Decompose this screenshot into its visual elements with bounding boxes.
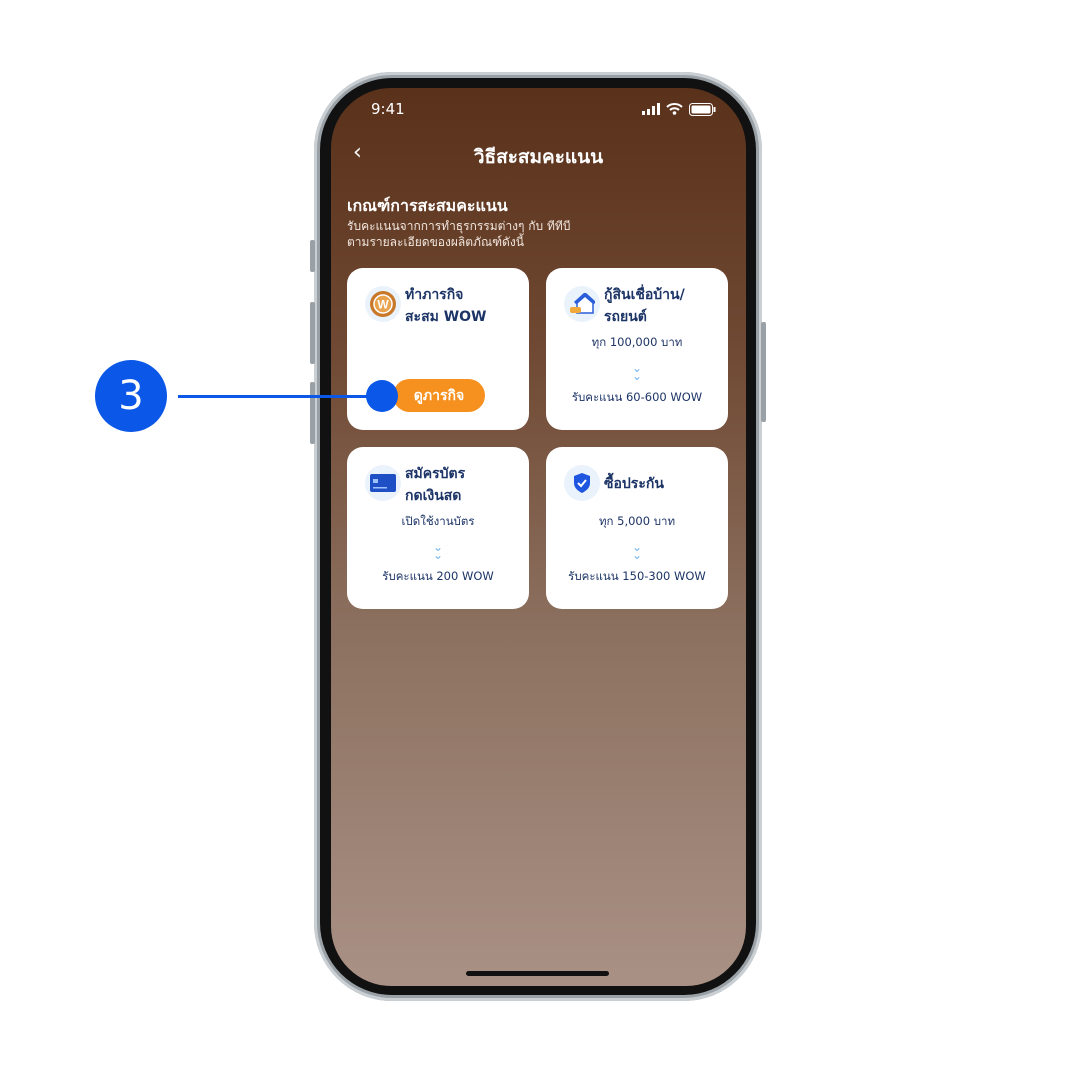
annotation-line [178,395,382,398]
phone-side-button [761,322,766,422]
screen: 9:41 ‹ วิธีสะสมคะแนน เกณฑ์การสะสมคะแนน ร… [331,88,746,986]
description-line: รับคะแนนจากการทำธุรกรรมต่างๆ กับ ทีทีบี [347,219,571,233]
signal-icon [642,103,660,115]
chevron-double-down-icon: ⌄⌄ [631,361,643,383]
section-description: รับคะแนนจากการทำธุรกรรมต่างๆ กับ ทีทีบีต… [347,218,647,250]
card-title: กู้สินเชื่อบ้าน/รถยนต์ [604,287,685,325]
card-reward: รับคะแนน 150-300 WOW [568,569,706,583]
card-reward: รับคะแนน 200 WOW [382,569,494,583]
status-bar: 9:41 [371,100,716,118]
card-reward: รับคะแนน 60-600 WOW [571,390,703,404]
card-title: ทำภารกิจสะสม WOW [405,287,487,325]
shield-check-icon [564,465,600,501]
annotation-badge: 3 [95,360,167,432]
battery-icon [689,102,716,116]
chevron-double-down-icon: ⌄⌄ [432,540,444,562]
phone-side-button [310,240,315,272]
home-indicator[interactable] [466,971,609,976]
annotation-dot [366,380,398,412]
card-condition: เปิดใช้งานบัตร [401,514,475,528]
card-title: ซื้อประกัน [604,476,664,492]
description-line: ตามรายละเอียดของผลิตภัณฑ์ดังนี้ [347,235,524,249]
card-condition: ทุก 100,000 บาท [591,335,683,349]
card-title: สมัครบัตรกดเงินสด [405,466,466,504]
card-insurance[interactable]: ซื้อประกัน ทุก 5,000 บาท ⌄⌄ รับคะแนน 150… [546,447,728,609]
card-loan[interactable]: กู้สินเชื่อบ้าน/รถยนต์ ทุก 100,000 บาท ⌄… [546,268,728,430]
svg-text:W: W [377,298,389,312]
card-condition: ทุก 5,000 บาท [598,514,676,528]
view-missions-button[interactable]: ดูภารกิจ [393,379,485,412]
page-title: วิธีสะสมคะแนน [473,146,604,168]
house-car-icon [564,286,600,322]
phone-side-button [310,382,315,444]
credit-card-icon [365,465,401,501]
back-button[interactable]: ‹ [353,140,362,165]
status-time: 9:41 [371,100,405,118]
wifi-icon [666,103,683,115]
wow-coin-icon: W [365,286,401,322]
section-heading: เกณฑ์การสะสมคะแนน [347,196,508,215]
card-credit[interactable]: สมัครบัตรกดเงินสด เปิดใช้งานบัตร ⌄⌄ รับค… [347,447,529,609]
chevron-double-down-icon: ⌄⌄ [631,540,643,562]
phone-side-button [310,302,315,364]
